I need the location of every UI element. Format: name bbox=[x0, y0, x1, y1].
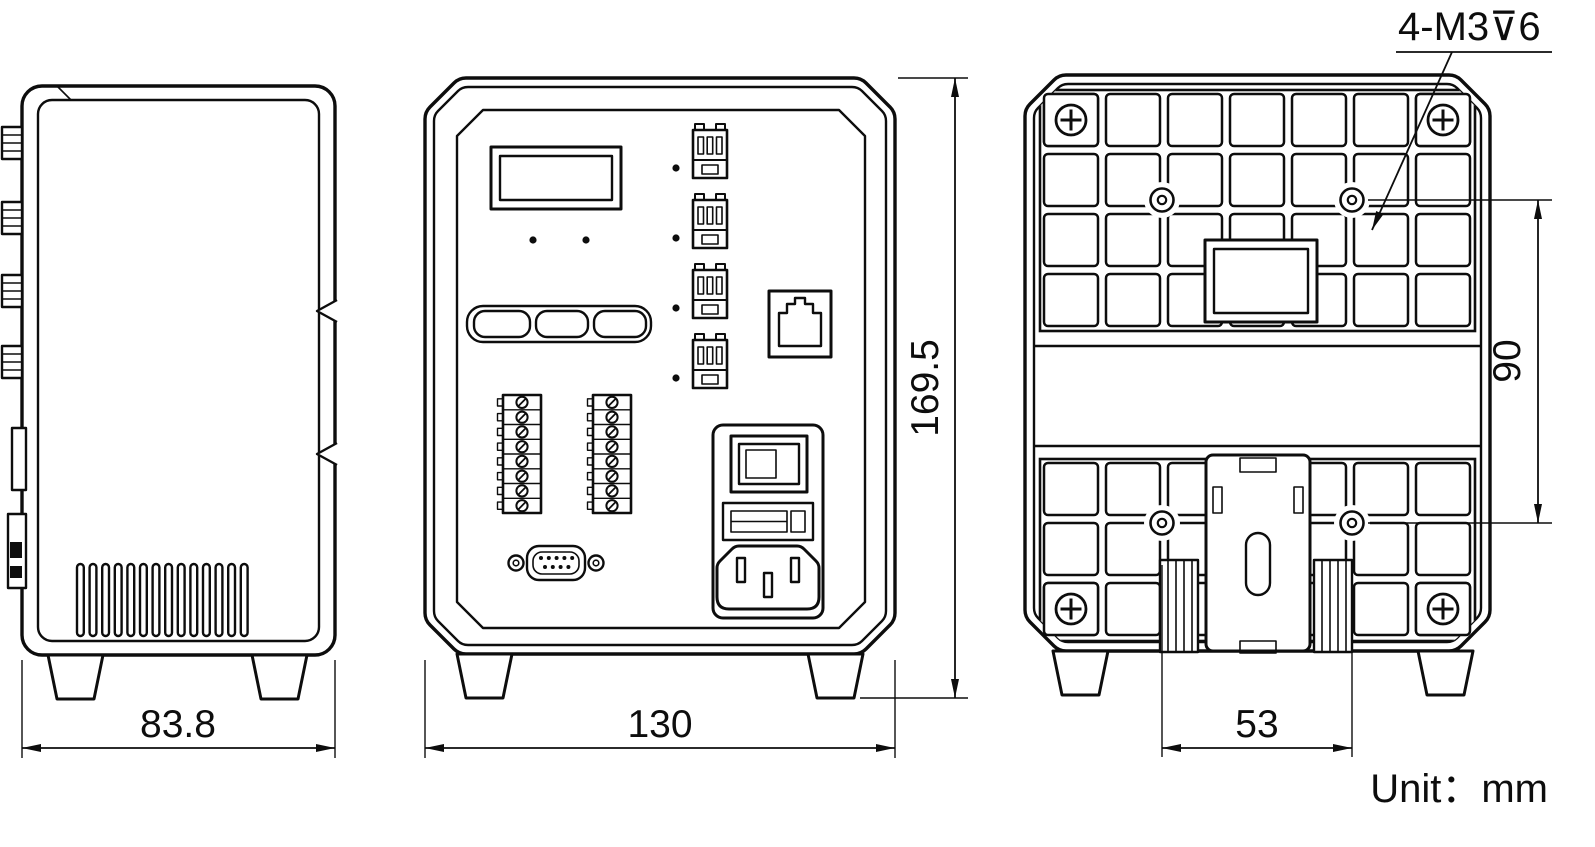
corner-screw bbox=[1042, 92, 1100, 148]
mounting-hole bbox=[1142, 180, 1182, 220]
terminal-block-left bbox=[498, 395, 542, 513]
spring-clip-right bbox=[1312, 558, 1354, 654]
mounting-hole bbox=[1332, 503, 1372, 543]
dim-side-width: 83.8 bbox=[140, 703, 216, 746]
dim-side-width-group: 83.8 bbox=[21, 660, 336, 758]
front-view: 130 169.5 bbox=[423, 76, 968, 758]
panel-button bbox=[534, 309, 590, 339]
vent-slots bbox=[75, 562, 249, 638]
mounting-hole bbox=[1332, 180, 1372, 220]
corner-screw bbox=[1414, 581, 1472, 637]
side-edge-connectors bbox=[0, 125, 24, 380]
db9-connector bbox=[507, 544, 605, 582]
side-view: 83.8 bbox=[0, 84, 338, 758]
dim-horizontal-hole-spacing-group: 53 bbox=[1161, 565, 1353, 757]
foot bbox=[806, 652, 865, 700]
panel-button bbox=[472, 309, 532, 339]
foot bbox=[455, 652, 514, 700]
mounting-hole bbox=[1142, 503, 1182, 543]
side-lower-edge-parts bbox=[6, 426, 28, 590]
dim-height: 169.5 bbox=[904, 339, 947, 437]
thread-callout-group: 4-M3⊽6 bbox=[1371, 5, 1552, 231]
side-body-inner-outline bbox=[36, 98, 321, 643]
front-body-inner-outline bbox=[432, 85, 888, 647]
spring-clip-left bbox=[1158, 558, 1200, 654]
dim-vertical-hole-spacing: 90 bbox=[1486, 339, 1529, 382]
foot bbox=[1416, 649, 1475, 697]
io-connectors bbox=[672, 122, 729, 390]
rj45-port bbox=[767, 289, 833, 359]
back-view: 4-M3⊽6 90 53 bbox=[1023, 5, 1552, 757]
terminal-block-right bbox=[588, 395, 632, 513]
dim-height-group: 169.5 bbox=[860, 77, 968, 699]
foot bbox=[250, 653, 309, 701]
lcd-display bbox=[489, 145, 623, 211]
din-rail-clip bbox=[1204, 453, 1312, 654]
dim-front-width: 130 bbox=[627, 703, 692, 746]
indicator-led bbox=[582, 236, 590, 244]
io-connector bbox=[691, 332, 729, 390]
power-inlet bbox=[715, 544, 821, 611]
indicator-led bbox=[529, 236, 537, 244]
corner-screw bbox=[1414, 92, 1472, 148]
din-groove-notches bbox=[315, 298, 338, 467]
io-connector bbox=[691, 192, 729, 250]
front-panel bbox=[455, 108, 867, 630]
fuse-holder bbox=[721, 501, 815, 542]
corner-screw bbox=[1042, 581, 1100, 637]
rocker-switch bbox=[729, 434, 809, 494]
foot bbox=[1051, 649, 1110, 697]
power-module bbox=[711, 423, 825, 620]
io-connector bbox=[691, 122, 729, 180]
thread-callout: 4-M3⊽6 bbox=[1398, 5, 1541, 49]
foot bbox=[46, 653, 105, 701]
panel-button bbox=[592, 309, 648, 339]
button-bar bbox=[465, 304, 653, 344]
unit-note: Unit：mm bbox=[1370, 767, 1548, 811]
io-connector bbox=[691, 262, 729, 320]
dim-horizontal-hole-spacing: 53 bbox=[1235, 703, 1278, 746]
dim-front-width-group: 130 bbox=[424, 660, 896, 758]
dim-vertical-hole-spacing-group: 90 bbox=[1368, 199, 1552, 524]
din-window bbox=[1203, 238, 1319, 324]
